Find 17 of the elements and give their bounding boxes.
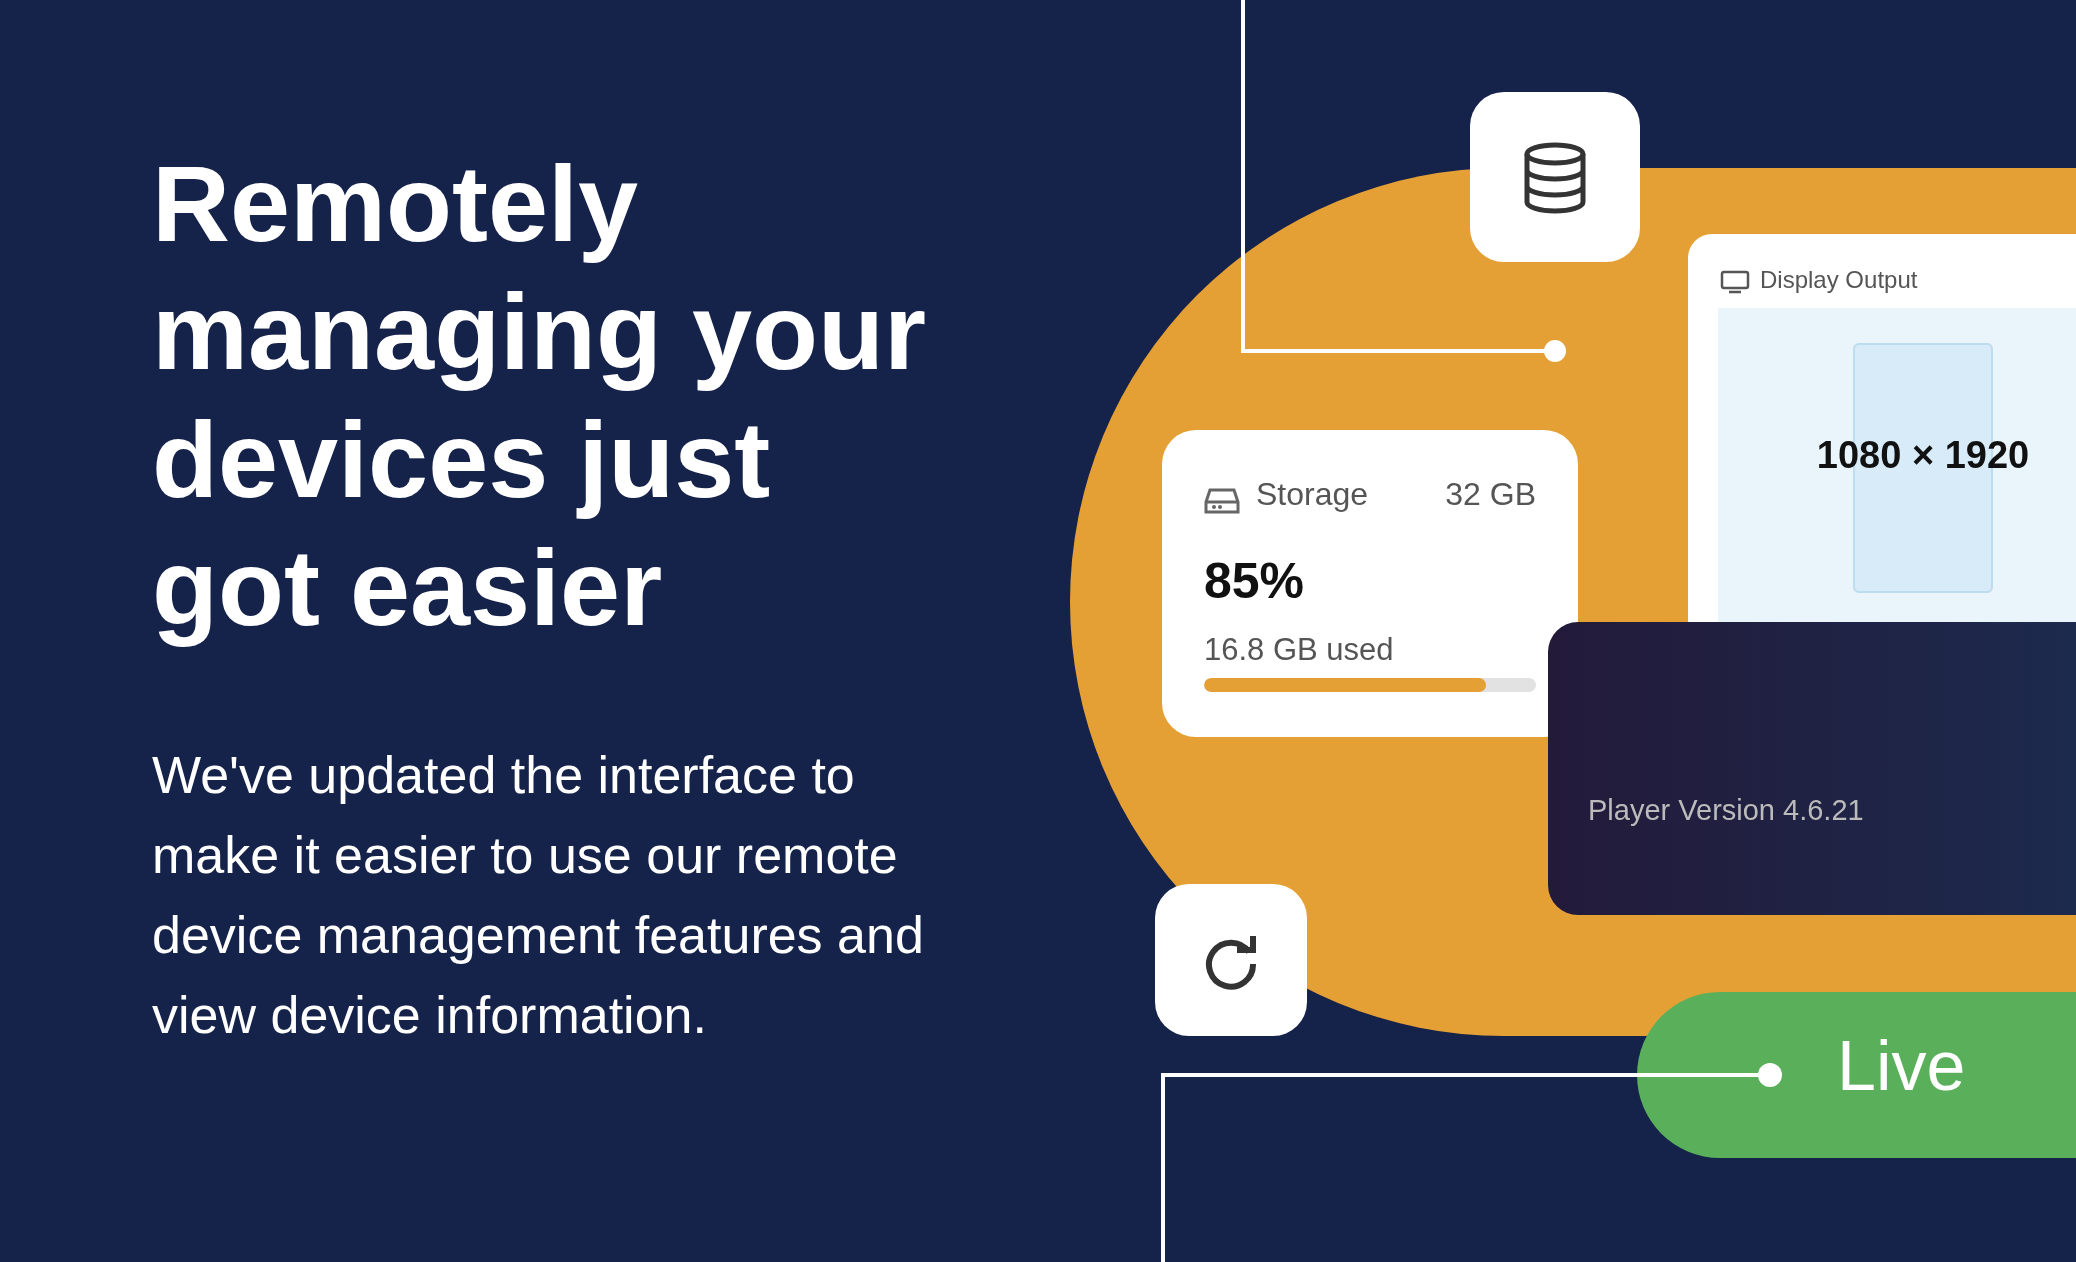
headline: Remotely managing your devices just got easier: [152, 142, 928, 650]
storage-card: [1162, 430, 1578, 737]
body-text: We've updated the interface to make it easier to use our remote device management features and view device information.: [152, 745, 925, 1046]
usage-percent: 85%: [1204, 552, 1305, 610]
icon-tile: [1470, 92, 1640, 262]
icon-tile: [1155, 884, 1307, 1036]
version-text: Player Version 4.6.21: [1588, 794, 1864, 827]
status-label: Live: [1837, 1026, 1966, 1106]
status-pill: [1637, 992, 2076, 1158]
resolution-value: 1080 × 1920: [1815, 434, 2031, 477]
connector-line: [1161, 1063, 1782, 1262]
capacity-value: 32 GB: [1445, 476, 1536, 513]
storage-label: Storage: [1256, 476, 1369, 513]
device-card: [1548, 622, 2076, 915]
display-output-card: [1688, 234, 2076, 622]
card-title: Display Output: [1760, 266, 1918, 294]
used-amount: 16.8 GB used: [1204, 632, 1394, 668]
